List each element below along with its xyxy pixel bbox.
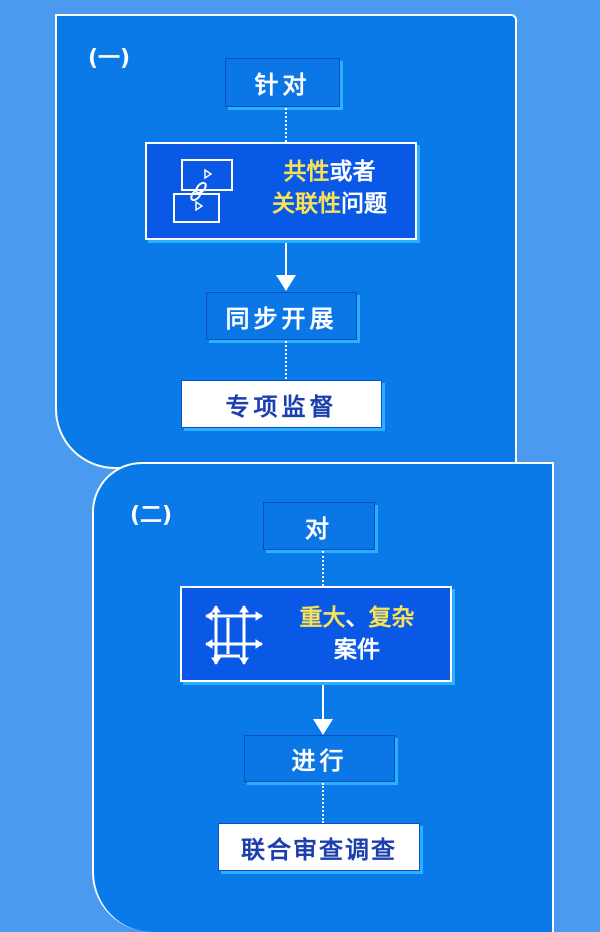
dotted-connector — [322, 783, 324, 823]
main-line-1: 共性或者 — [252, 156, 407, 188]
main-box-common-issues: 共性或者 关联性问题 — [145, 142, 417, 240]
highlight-text: 复杂 — [368, 605, 415, 631]
plain-text: 或者 — [329, 159, 376, 185]
highlight-text: 关联性 — [272, 191, 341, 217]
main-line-1: 重大、复杂 — [282, 602, 432, 634]
arrow-down-icon — [276, 243, 296, 291]
plain-text: 问题 — [341, 191, 387, 217]
arrow-down-icon — [313, 685, 333, 735]
dotted-connector — [285, 341, 287, 379]
step-synchronize: 同步开展 — [206, 292, 357, 340]
result-joint-investigation: 联合审查调查 — [218, 823, 420, 871]
dotted-connector — [285, 108, 287, 142]
highlight-text: 重大 — [299, 605, 346, 631]
linked-screens-icon — [173, 159, 233, 223]
section-1-label: (一) — [88, 46, 131, 71]
crossroads-arrows-icon — [205, 605, 263, 665]
result-special-supervision: 专项监督 — [181, 380, 382, 428]
highlight-text: 共性 — [283, 159, 330, 185]
section-2-label: (二) — [130, 503, 173, 528]
step-conduct: 进行 — [244, 735, 395, 782]
step-for: 对 — [263, 502, 375, 550]
main-line-2: 关联性问题 — [252, 188, 407, 220]
step-target: 针对 — [225, 58, 340, 107]
main-box-major-cases: 重大、复杂 案件 — [180, 586, 452, 682]
main-line-2: 案件 — [334, 637, 380, 663]
plain-text: 、 — [345, 605, 369, 631]
dotted-connector — [322, 551, 324, 586]
